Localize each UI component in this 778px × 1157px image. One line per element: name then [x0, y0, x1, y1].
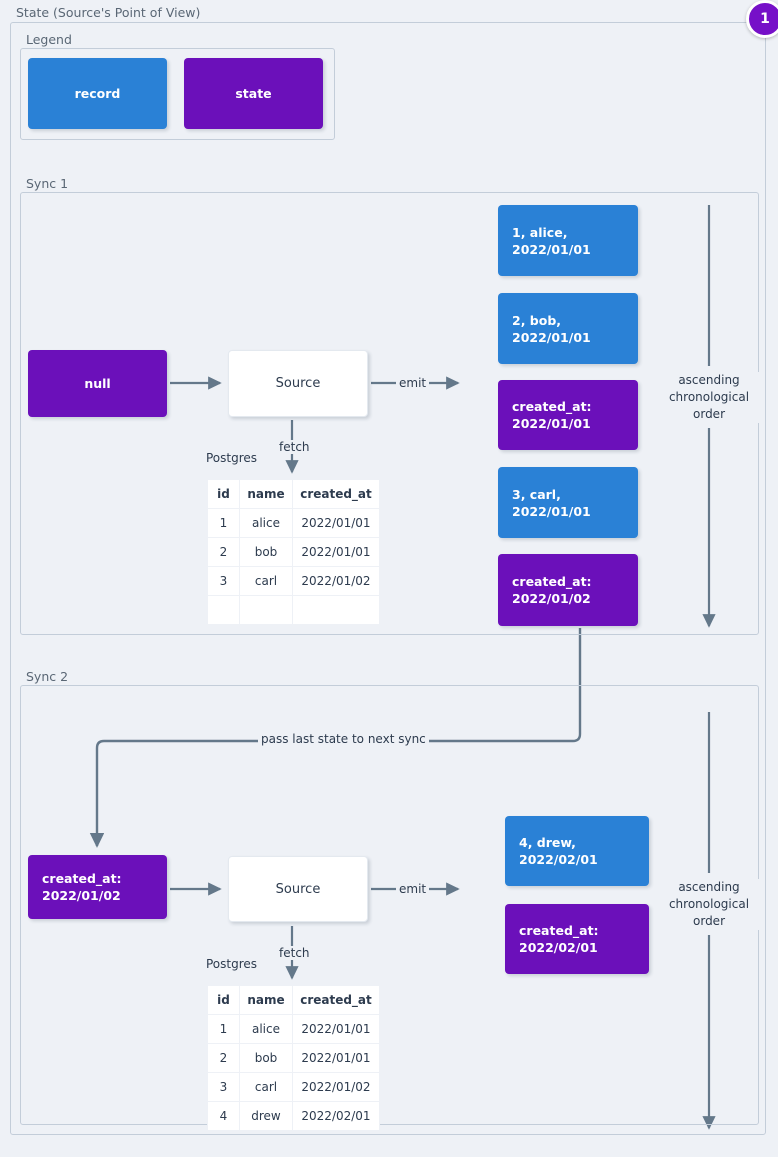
- sync1-emit-label: emit: [396, 376, 430, 390]
- table-row: 3 carl 2022/01/02: [207, 566, 380, 596]
- table-row: 2 bob 2022/01/01: [207, 1043, 380, 1073]
- cell-name: alice: [239, 1014, 293, 1044]
- sync1-source-node: Source: [228, 350, 368, 417]
- legend-item-record: record: [28, 58, 167, 129]
- state-diagram-container: [10, 22, 766, 1135]
- page-title: State (Source's Point of View): [12, 6, 205, 20]
- order-line-3: order: [693, 407, 725, 421]
- sync1-fetch-label: fetch: [276, 440, 313, 454]
- col-name: name: [239, 479, 293, 509]
- cell-id: 1: [207, 508, 240, 538]
- cell-id: 2: [207, 1043, 240, 1073]
- cell-name: carl: [239, 566, 293, 596]
- cell-created-at: [292, 595, 380, 625]
- legend-title: Legend: [22, 33, 76, 47]
- sync1-emitted-record-1: 1, alice, 2022/01/01: [498, 205, 638, 276]
- state-key: created_at:: [512, 399, 592, 414]
- table-row: 1 alice 2022/01/01: [207, 508, 380, 538]
- sync2-title: Sync 2: [22, 670, 73, 684]
- cell-created-at: 2022/01/01: [292, 537, 380, 567]
- cell-name: bob: [239, 537, 293, 567]
- state-value: 2022/01/02: [512, 591, 591, 606]
- table-row: 4 drew 2022/02/01: [207, 1101, 380, 1131]
- cell-created-at: 2022/01/01: [292, 1014, 380, 1044]
- sync1-emitted-record-3: 3, carl, 2022/01/01: [498, 467, 638, 538]
- sync2-emitted-record-1: 4, drew, 2022/02/01: [505, 816, 649, 886]
- sync1-title: Sync 1: [22, 177, 73, 191]
- col-id: id: [207, 985, 240, 1015]
- sync2-emitted-state-1: created_at: 2022/02/01: [505, 904, 649, 974]
- sync2-db-label: Postgres: [206, 957, 258, 971]
- state-value: 2022/01/01: [512, 416, 591, 431]
- cell-id: 3: [207, 1072, 240, 1102]
- order-line-1: ascending: [678, 880, 740, 894]
- sync2-fetch-label: fetch: [276, 946, 313, 960]
- sync2-order-annotation: ascending chronological order: [654, 879, 764, 930]
- sync1-order-annotation: ascending chronological order: [654, 372, 764, 423]
- sync1-postgres-table: id name created_at 1 alice 2022/01/01 2 …: [207, 479, 380, 625]
- cell-name: alice: [239, 508, 293, 538]
- col-created-at: created_at: [292, 985, 380, 1015]
- order-line-1: ascending: [678, 373, 740, 387]
- col-name: name: [239, 985, 293, 1015]
- cell-id: [207, 595, 240, 625]
- sync2-emit-label: emit: [396, 882, 430, 896]
- cell-created-at: 2022/02/01: [292, 1101, 380, 1131]
- table-row: 1 alice 2022/01/01: [207, 1014, 380, 1044]
- legend-item-state: state: [184, 58, 323, 129]
- cell-created-at: 2022/01/02: [292, 1072, 380, 1102]
- table-row: 2 bob 2022/01/01: [207, 537, 380, 567]
- col-created-at: created_at: [292, 479, 380, 509]
- step-number-badge[interactable]: 1: [746, 0, 778, 38]
- cell-name: carl: [239, 1072, 293, 1102]
- state-key: created_at:: [519, 923, 599, 938]
- sync2-postgres-table: id name created_at 1 alice 2022/01/01 2 …: [207, 985, 380, 1131]
- sync2-input-state: created_at: 2022/01/02: [28, 855, 167, 919]
- cell-created-at: 2022/01/01: [292, 1043, 380, 1073]
- cell-name: [239, 595, 293, 625]
- table-row-empty: [207, 595, 380, 625]
- cell-created-at: 2022/01/02: [292, 566, 380, 596]
- sync1-input-state: null: [28, 350, 167, 417]
- order-line-3: order: [693, 914, 725, 928]
- sync2-source-node: Source: [228, 856, 368, 922]
- state-key: created_at:: [42, 871, 122, 886]
- cell-name: drew: [239, 1101, 293, 1131]
- sync1-db-label: Postgres: [206, 451, 258, 465]
- sync1-emitted-state-1: created_at: 2022/01/01: [498, 380, 638, 450]
- cell-id: 3: [207, 566, 240, 596]
- cell-created-at: 2022/01/01: [292, 508, 380, 538]
- legend-container: [20, 48, 335, 140]
- cell-id: 2: [207, 537, 240, 567]
- table-row: 3 carl 2022/01/02: [207, 1072, 380, 1102]
- col-id: id: [207, 479, 240, 509]
- table-header-row: id name created_at: [207, 479, 380, 509]
- state-value: 2022/02/01: [519, 940, 598, 955]
- order-line-2: chronological: [668, 390, 750, 404]
- state-value: 2022/01/02: [42, 888, 121, 903]
- cell-id: 1: [207, 1014, 240, 1044]
- order-line-2: chronological: [668, 897, 750, 911]
- table-header-row: id name created_at: [207, 985, 380, 1015]
- pass-state-label: pass last state to next sync: [258, 732, 429, 746]
- sync1-emitted-record-2: 2, bob, 2022/01/01: [498, 293, 638, 364]
- state-key: created_at:: [512, 574, 592, 589]
- sync1-emitted-state-2: created_at: 2022/01/02: [498, 554, 638, 626]
- cell-name: bob: [239, 1043, 293, 1073]
- cell-id: 4: [207, 1101, 240, 1131]
